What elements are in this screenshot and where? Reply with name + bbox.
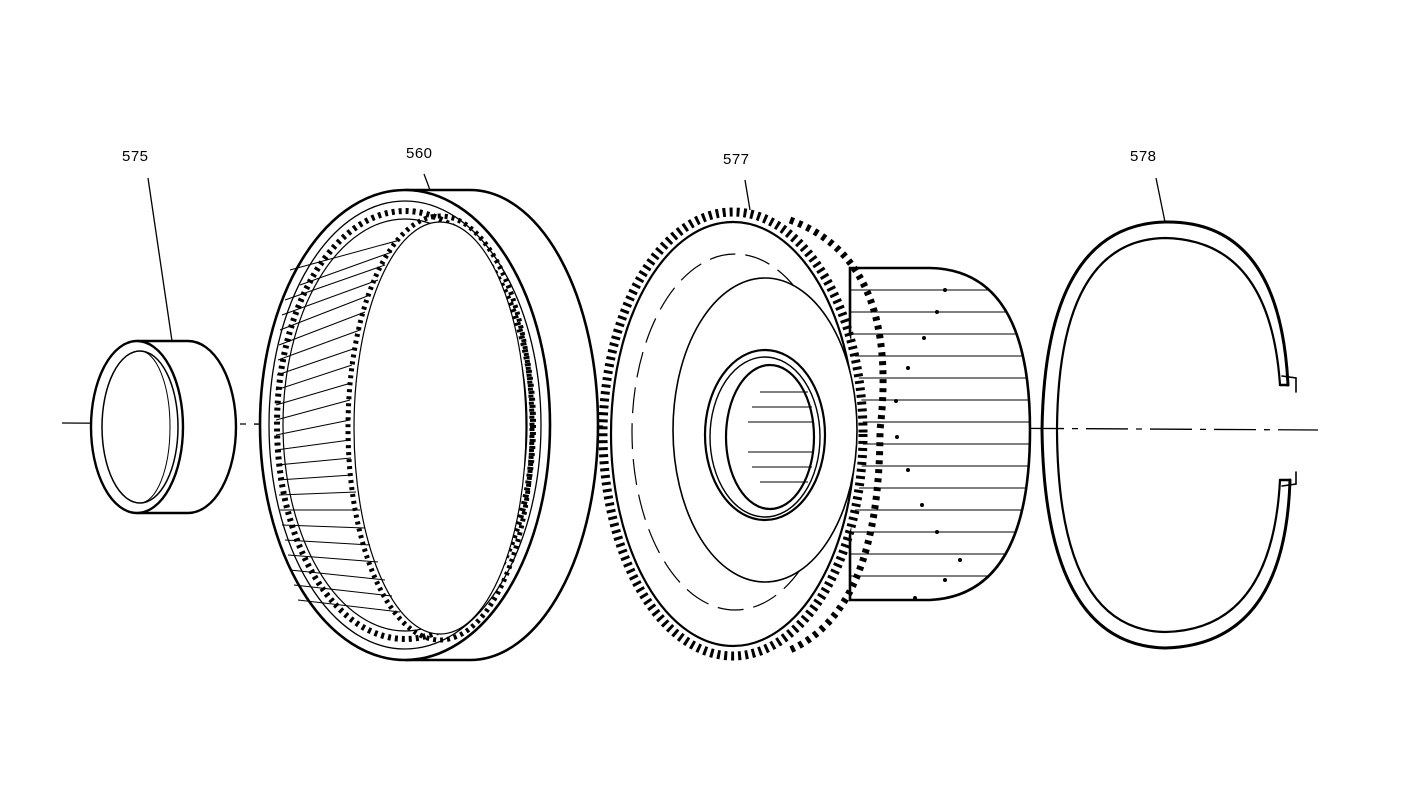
sun-gear-drum-577 (598, 207, 1032, 661)
bushing-575 (89, 339, 238, 515)
ring-gear-tooth-grooves (275, 239, 401, 613)
callout-577: 577 (723, 151, 750, 168)
ring-gear-560 (258, 188, 600, 662)
bore-spline-lines (748, 391, 813, 483)
snap-ring-578 (1040, 220, 1297, 650)
callout-578: 578 (1130, 148, 1157, 165)
drum-holes (894, 288, 962, 600)
callout-560: 560 (406, 145, 433, 162)
leader-lines (147, 173, 1166, 342)
callout-575: 575 (122, 148, 149, 165)
